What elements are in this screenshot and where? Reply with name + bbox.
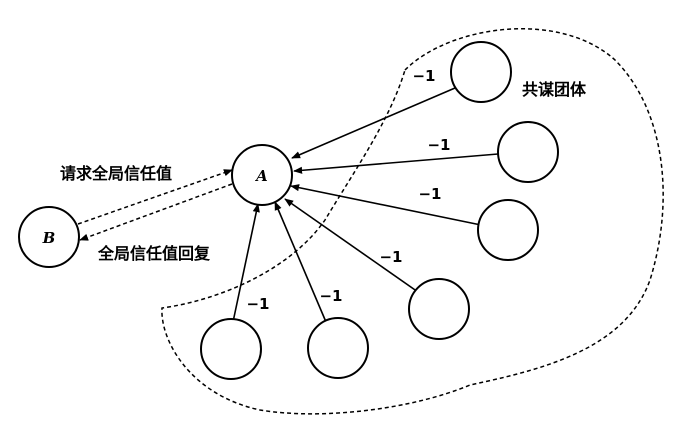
- weight-label-5: −1: [246, 295, 269, 313]
- edge-n5-to-a: [232, 203, 260, 323]
- weight-label-6: −1: [319, 287, 342, 305]
- reply-arrow: [79, 183, 233, 241]
- edge-n3-to-a: [290, 184, 482, 226]
- edge-n2-to-a: [293, 153, 499, 174]
- edge-n6-to-a: [274, 201, 327, 323]
- node-b-label: B: [42, 229, 56, 247]
- collusive-group-boundary: [161, 28, 664, 415]
- node-b: [18, 206, 80, 268]
- group-node-2: [497, 121, 559, 183]
- request-arrow: [77, 169, 233, 225]
- weight-label-1: −1: [412, 67, 435, 85]
- node-a-label: A: [254, 167, 268, 185]
- weight-label-2: −1: [427, 136, 450, 154]
- reply-label: 全局信任值回复: [97, 244, 211, 263]
- group-node-4: [408, 278, 470, 340]
- weight-label-4: −1: [379, 248, 402, 266]
- weight-label-3: −1: [418, 185, 441, 203]
- node-a: [231, 144, 293, 206]
- edge-n1-to-a: [291, 87, 456, 159]
- group-node-1: [450, 41, 512, 103]
- group-node-3: [477, 199, 539, 261]
- edge-n4-to-a: [284, 198, 419, 293]
- request-label: 请求全局信任值: [60, 164, 172, 183]
- group-node-6: [307, 317, 369, 379]
- collusive-group-label: 共谋团体: [522, 80, 587, 99]
- group-node-5: [200, 318, 262, 380]
